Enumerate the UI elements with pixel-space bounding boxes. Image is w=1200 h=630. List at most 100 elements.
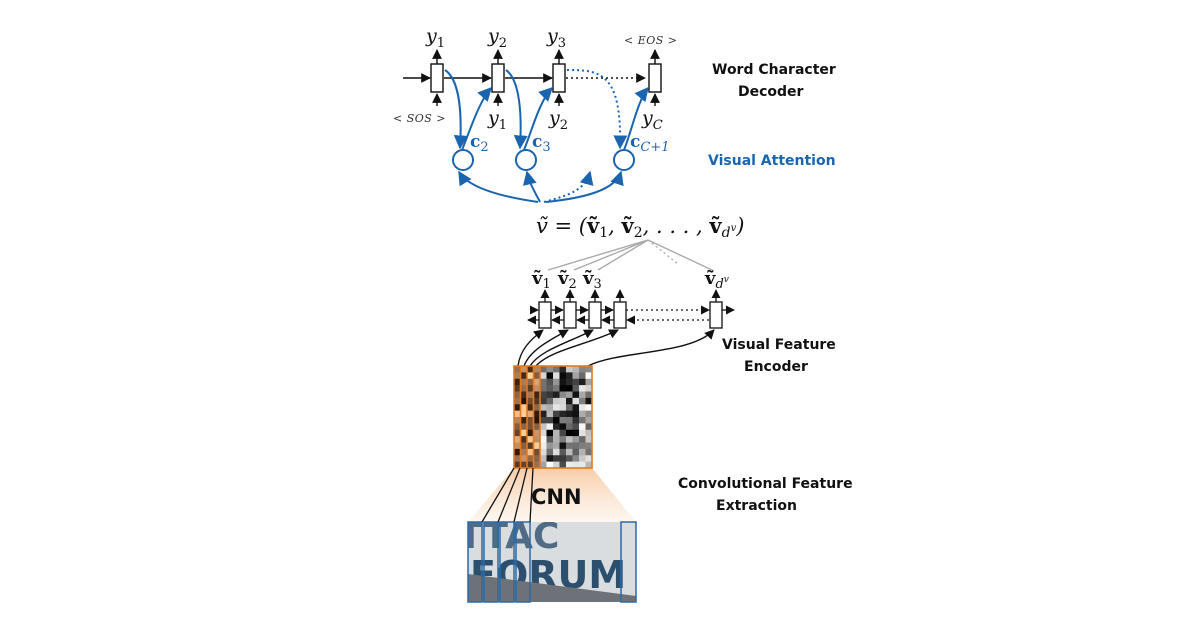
feature-cell bbox=[520, 404, 528, 411]
feature-cell bbox=[572, 397, 580, 405]
context-c2: c2 bbox=[470, 132, 489, 155]
feature-cell bbox=[579, 436, 586, 443]
feature-cell bbox=[553, 436, 560, 443]
feature-cell bbox=[540, 404, 547, 411]
feature-cell bbox=[585, 366, 593, 373]
feature-cell bbox=[527, 442, 534, 450]
formula-links bbox=[547, 239, 713, 271]
feature-cell bbox=[514, 429, 521, 437]
decoder-output-3: y3 bbox=[546, 25, 566, 51]
feature-cell bbox=[553, 423, 560, 431]
feature-cell bbox=[572, 366, 580, 373]
feature-cell bbox=[514, 461, 521, 469]
feature-cell bbox=[585, 455, 593, 462]
feature-cell bbox=[579, 385, 586, 392]
eos-token: < EOS > bbox=[624, 34, 678, 47]
feature-cell bbox=[585, 404, 593, 411]
feature-cell bbox=[533, 372, 541, 380]
feature-sequence-formula: ṽ = (ṽ1, ṽ2, . . . , ṽdv) bbox=[536, 213, 744, 241]
feature-cell bbox=[566, 442, 573, 450]
feature-cell bbox=[514, 455, 521, 462]
feature-cell bbox=[527, 378, 534, 386]
feature-cell bbox=[553, 417, 560, 424]
feature-cell bbox=[553, 410, 560, 418]
feature-cell bbox=[520, 417, 528, 424]
feature-cell bbox=[533, 429, 541, 437]
feature-cell bbox=[527, 385, 534, 392]
feature-cell bbox=[527, 391, 534, 399]
feature-cell bbox=[514, 404, 521, 411]
feature-cell bbox=[579, 410, 586, 418]
feature-cell bbox=[585, 448, 593, 456]
sos-token: < SOS > bbox=[393, 112, 446, 125]
feature-cell bbox=[540, 378, 547, 386]
attention-node-2 bbox=[515, 149, 537, 171]
feature-cell bbox=[559, 448, 567, 456]
feature-cell bbox=[533, 442, 541, 450]
feature-cell bbox=[566, 378, 573, 386]
feature-cell bbox=[540, 423, 547, 431]
feature-cell bbox=[585, 461, 593, 469]
feature-cell bbox=[566, 417, 573, 424]
decoder-cell-2 bbox=[491, 63, 505, 93]
feature-cell bbox=[572, 436, 580, 443]
feature-cell bbox=[559, 385, 567, 392]
attention-label: Visual Attention bbox=[708, 153, 836, 169]
feature-cell bbox=[559, 442, 567, 450]
encoder-cell-1 bbox=[538, 301, 552, 329]
feature-cell bbox=[585, 442, 593, 450]
feature-cell bbox=[585, 410, 593, 418]
feature-cell bbox=[572, 385, 580, 392]
feature-cell bbox=[527, 429, 534, 437]
feature-cell bbox=[540, 366, 547, 373]
encoder-section: ṽ1 ṽ2 ṽ3 ṽdv bbox=[517, 268, 836, 375]
decoder-label-line2: Decoder bbox=[738, 84, 804, 100]
feature-cell bbox=[566, 436, 573, 443]
feature-cell bbox=[579, 391, 586, 399]
feature-cell bbox=[546, 442, 554, 450]
feature-cell bbox=[579, 442, 586, 450]
encoder-vector-3: ṽ3 bbox=[582, 268, 602, 292]
feature-cell bbox=[559, 404, 567, 411]
feature-cell bbox=[520, 461, 528, 469]
feature-cell bbox=[540, 385, 547, 392]
feature-cell bbox=[533, 391, 541, 399]
feature-cell bbox=[527, 372, 534, 380]
feature-cell bbox=[533, 410, 541, 418]
feature-cell bbox=[540, 442, 547, 450]
feature-cell bbox=[559, 391, 567, 399]
feature-cell bbox=[553, 442, 560, 450]
context-labels: c2 c3 cC+1 Visual Attention bbox=[470, 132, 836, 169]
feature-cell bbox=[533, 397, 541, 405]
feature-cell bbox=[559, 461, 567, 469]
feature-cell bbox=[553, 461, 560, 469]
feature-cell bbox=[546, 366, 554, 373]
encoder-vector-1: ṽ1 bbox=[531, 268, 551, 292]
encoder-cell-4 bbox=[613, 301, 627, 329]
feature-cell bbox=[540, 436, 547, 443]
feature-cell bbox=[585, 397, 593, 405]
feature-cell bbox=[572, 378, 580, 386]
feature-cell bbox=[579, 366, 586, 373]
feature-cell bbox=[566, 455, 573, 462]
feature-cell bbox=[559, 436, 567, 443]
encoder-cell-3 bbox=[588, 301, 602, 329]
feature-cell bbox=[514, 448, 521, 456]
feature-cell bbox=[579, 448, 586, 456]
feature-cell bbox=[585, 436, 593, 443]
decoder-input-1: y1 bbox=[487, 107, 507, 133]
feature-cell bbox=[533, 423, 541, 431]
feature-cell bbox=[566, 391, 573, 399]
feature-cell bbox=[520, 429, 528, 437]
feature-cell bbox=[585, 423, 593, 431]
feature-cell bbox=[572, 372, 580, 380]
feature-cell bbox=[553, 448, 560, 456]
feature-cell bbox=[585, 417, 593, 424]
feature-cell bbox=[553, 397, 560, 405]
feature-cell bbox=[533, 455, 541, 462]
feature-cell bbox=[514, 366, 521, 373]
feature-cell bbox=[514, 385, 521, 392]
feature-cell bbox=[514, 442, 521, 450]
feature-cell bbox=[546, 429, 554, 437]
